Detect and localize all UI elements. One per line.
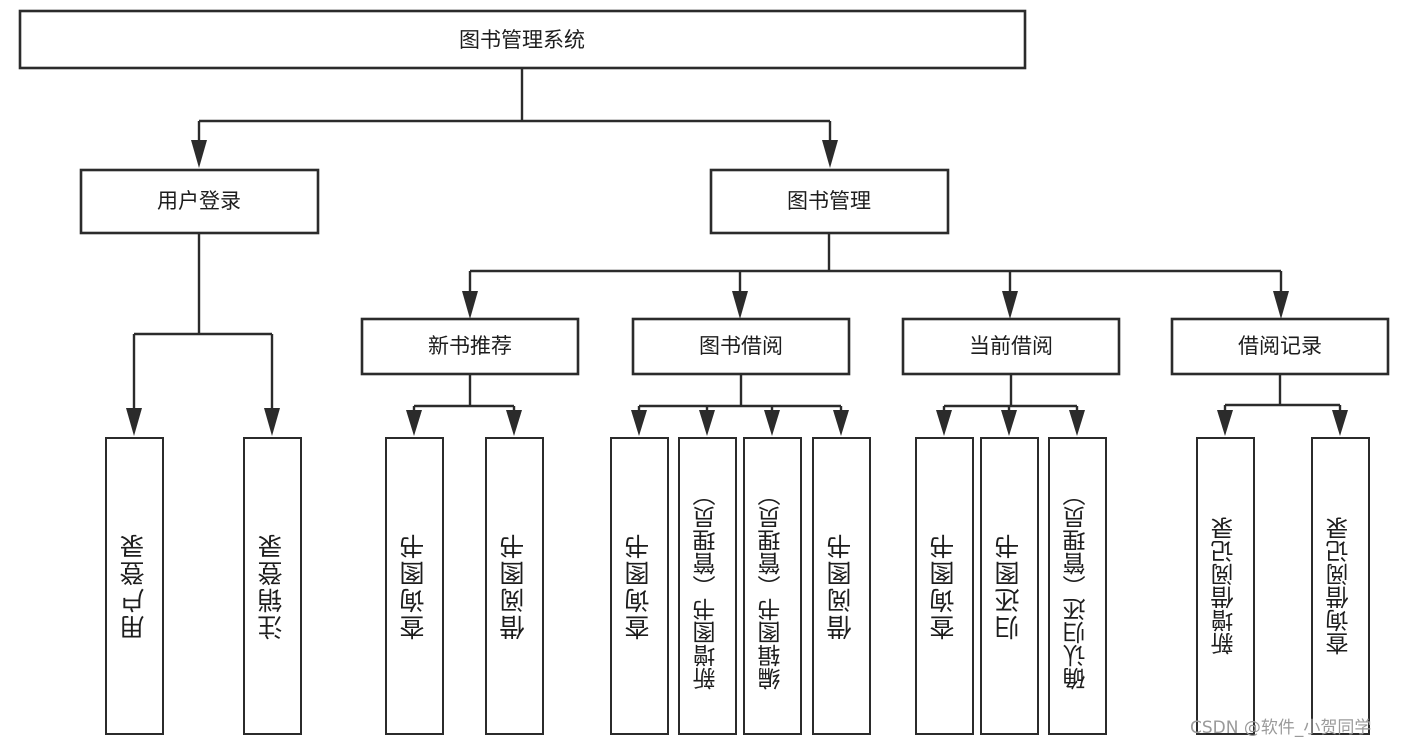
arrow-head-icon: [1217, 410, 1233, 436]
arrow-head-icon: [936, 410, 952, 436]
leaf-borrow-book[interactable]: 借阅图书: [812, 437, 871, 735]
leaf-query-borrow-record[interactable]: 查询借阅记录: [1311, 437, 1370, 735]
leaf-edit-book-admin-label: 编辑图书（管理员）: [759, 482, 786, 690]
node-new-book-recommend-label: 新书推荐: [428, 334, 512, 358]
arrow-head-icon: [1332, 410, 1348, 436]
node-root-label: 图书管理系统: [459, 28, 585, 52]
arrow-head-icon: [631, 410, 647, 436]
leaf-confirm-return-admin-label: 确认归还（管理员）: [1064, 482, 1091, 690]
leaf-add-book-admin[interactable]: 新增图书（管理员）: [678, 437, 737, 735]
node-new-book-recommend[interactable]: 新书推荐: [360, 317, 580, 376]
node-book-management[interactable]: 图书管理: [709, 168, 950, 235]
arrow-head-icon: [764, 410, 780, 436]
arrow-head-icon: [833, 410, 849, 436]
node-new-book-recommend-rect[interactable]: [360, 317, 580, 376]
arrow-head-icon: [126, 408, 142, 436]
node-book-borrow-rect[interactable]: [631, 317, 851, 376]
leaf-confirm-return-admin[interactable]: 确认归还（管理员）: [1048, 437, 1107, 735]
leaf-current-query-book[interactable]: 查询图书: [915, 437, 974, 735]
connector-book-management-to-level3: [462, 233, 1289, 319]
arrow-head-icon: [1273, 291, 1289, 319]
connector-book-borrow-to-leaves: [631, 374, 849, 436]
leaf-add-book-admin-label: 新增图书（管理员）: [694, 482, 721, 690]
leaf-add-borrow-record-label: 新增借阅记录: [1212, 517, 1239, 655]
leaf-add-borrow-record[interactable]: 新增借阅记录: [1196, 437, 1255, 735]
leaf-recommend-query-book-label: 查询图书: [399, 532, 429, 640]
arrow-head-icon: [1069, 410, 1085, 436]
arrow-head-icon: [462, 291, 478, 319]
leaf-logout[interactable]: 注销登录: [243, 437, 302, 735]
arrow-head-icon: [191, 140, 207, 168]
leaf-return-book-label: 归还图书: [994, 532, 1024, 640]
node-book-borrow[interactable]: 图书借阅: [631, 317, 851, 376]
node-book-management-label: 图书管理: [787, 189, 871, 213]
leaf-return-book[interactable]: 归还图书: [980, 437, 1039, 735]
leaf-recommend-borrow-book-label: 借阅图书: [499, 532, 529, 640]
arrow-head-icon: [506, 410, 522, 436]
arrow-head-icon: [822, 140, 838, 168]
node-root-rect[interactable]: [18, 9, 1027, 70]
arrow-head-icon: [699, 410, 715, 436]
leaf-logout-label: 注销登录: [257, 532, 287, 640]
leaf-borrow-query-book[interactable]: 查询图书: [610, 437, 669, 735]
leaf-borrow-book-label: 借阅图书: [826, 532, 856, 640]
node-user-login-label: 用户登录: [157, 189, 241, 213]
connector-borrow-record-to-leaves: [1217, 374, 1348, 436]
node-current-borrow[interactable]: 当前借阅: [901, 317, 1121, 376]
node-book-borrow-label: 图书借阅: [699, 334, 783, 358]
connector-current-borrow-to-leaves: [936, 374, 1085, 436]
leaf-user-login-label: 用户登录: [119, 532, 149, 640]
node-borrow-record-label: 借阅记录: [1238, 334, 1322, 358]
arrow-head-icon: [1002, 291, 1018, 319]
node-borrow-record[interactable]: 借阅记录: [1170, 317, 1390, 376]
arrow-head-icon: [406, 410, 422, 436]
leaf-borrow-query-book-label: 查询图书: [624, 532, 654, 640]
leaf-query-borrow-record-label: 查询借阅记录: [1327, 517, 1354, 655]
connector-user-login-to-leaves: [126, 233, 280, 436]
arrow-head-icon: [732, 291, 748, 319]
arrow-head-icon: [264, 408, 280, 436]
leaf-recommend-query-book[interactable]: 查询图书: [385, 437, 444, 735]
leaf-user-login[interactable]: 用户登录: [105, 437, 164, 735]
node-current-borrow-label: 当前借阅: [969, 334, 1053, 358]
node-user-login[interactable]: 用户登录: [79, 168, 320, 235]
arrow-head-icon: [1001, 410, 1017, 436]
leaf-edit-book-admin[interactable]: 编辑图书（管理员）: [743, 437, 802, 735]
connector-root-to-level2: [191, 68, 838, 168]
node-current-borrow-rect[interactable]: [901, 317, 1121, 376]
leaf-current-query-book-label: 查询图书: [929, 532, 959, 640]
node-root[interactable]: 图书管理系统: [18, 9, 1027, 70]
leaf-recommend-borrow-book[interactable]: 借阅图书: [485, 437, 544, 735]
connector-new-book-recommend-to-leaves: [406, 374, 522, 436]
